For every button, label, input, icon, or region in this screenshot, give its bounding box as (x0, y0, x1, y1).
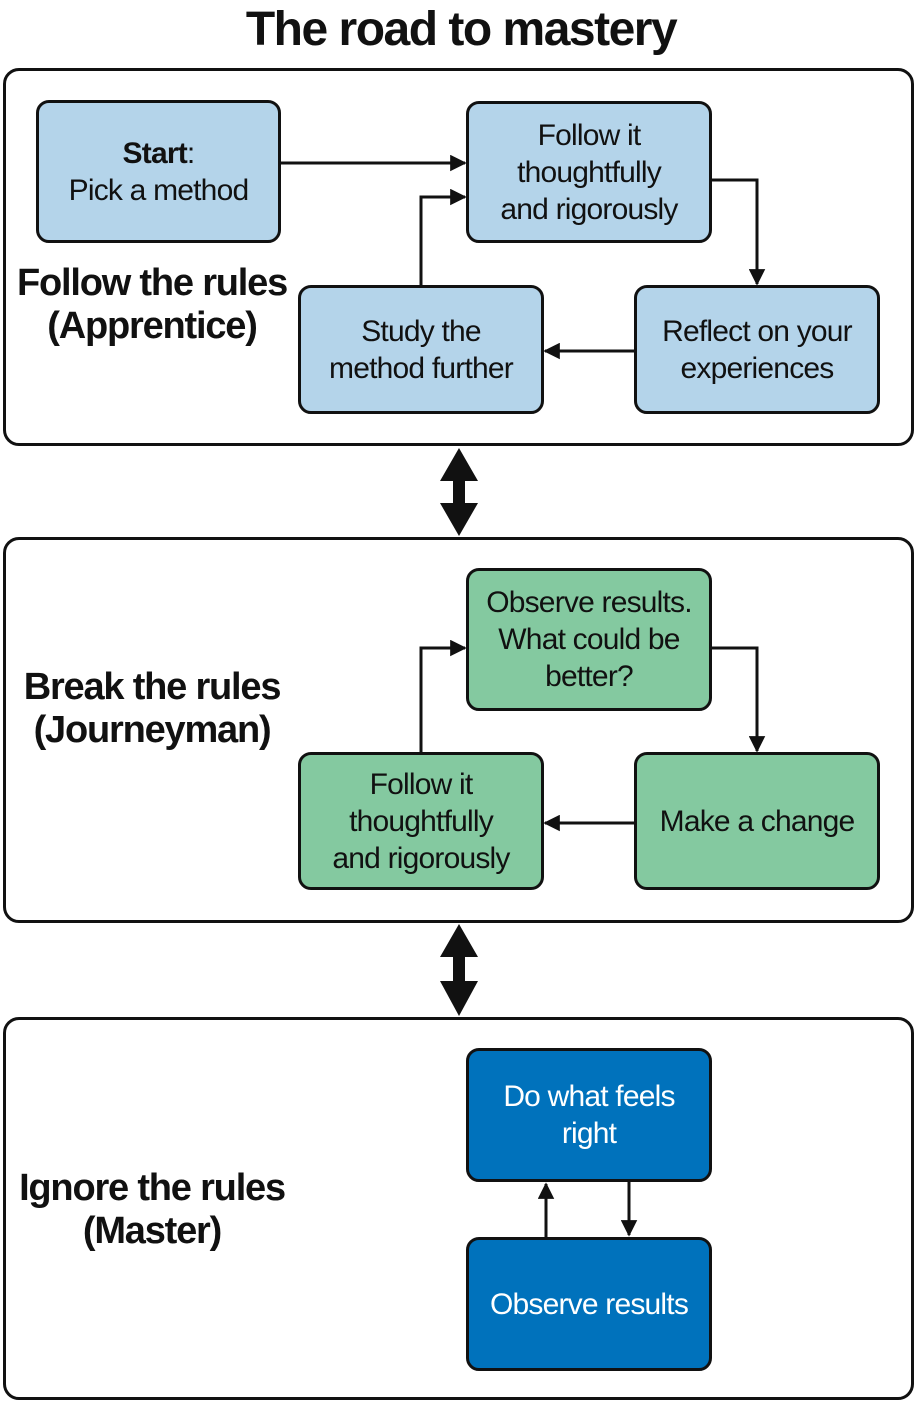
master-stage-label: Ignore the rules (Master) (12, 1167, 292, 1253)
arrow-study-to-follow (419, 188, 467, 285)
journeyman-follow-line1: Follow it (369, 767, 474, 801)
double-arrow-journeyman-master (440, 924, 478, 1016)
apprentice-follow-line3: and rigorously (500, 192, 678, 226)
master-observe-box: Observe results (466, 1237, 712, 1371)
journeyman-follow-line2: thoughtfully (349, 804, 494, 838)
observe-better-line1: Observe results. (486, 586, 692, 619)
start-text: Pick a method (68, 173, 250, 207)
apprentice-label-line2: (Apprentice) (47, 305, 258, 347)
feels-right-line1: Do what feels (503, 1080, 675, 1113)
journeyman-label-line2: (Journeyman) (33, 709, 272, 751)
apprentice-follow-box: Follow it thoughtfully and rigorously (466, 101, 712, 243)
arrow-observe-to-change (712, 646, 766, 753)
make-change-text: Make a change (659, 804, 856, 838)
arrow-follow-to-observe (419, 639, 467, 752)
observe-better-box: Observe results. What could be better? (466, 568, 712, 711)
journeyman-stage-label: Break the rules (Journeyman) (12, 666, 292, 752)
reflect-box: Reflect on your experiences (634, 285, 880, 414)
feels-right-box: Do what feels right (466, 1048, 712, 1182)
study-box: Study the method further (298, 285, 544, 414)
master-observe-text: Observe results (489, 1287, 689, 1321)
start-pick-method-box: Start: Pick a method (36, 100, 281, 243)
apprentice-follow-line1: Follow it (537, 118, 642, 152)
diagram-title: The road to mastery (245, 3, 678, 56)
observe-better-line3: better? (545, 660, 634, 693)
master-label-line1: Ignore the rules (19, 1167, 286, 1209)
start-colon: : (186, 136, 195, 170)
arrow-follow-to-reflect (712, 178, 766, 286)
master-panel (3, 1017, 914, 1400)
apprentice-label-line1: Follow the rules (16, 262, 288, 304)
double-arrow-apprentice-journeyman (440, 448, 478, 536)
study-line2: method further (329, 351, 514, 385)
study-line1: Study the (361, 314, 481, 348)
journeyman-label-line1: Break the rules (23, 666, 282, 708)
master-label-line2: (Master) (82, 1210, 222, 1252)
journeyman-follow-line3: and rigorously (332, 841, 510, 875)
feels-right-line2: right (561, 1117, 617, 1150)
journeyman-follow-box: Follow it thoughtfully and rigorously (298, 752, 544, 890)
observe-better-line2: What could be (498, 623, 680, 656)
reflect-line2: experiences (680, 351, 835, 385)
apprentice-follow-line2: thoughtfully (517, 155, 662, 189)
make-change-box: Make a change (634, 752, 880, 890)
start-label: Start (122, 136, 188, 170)
reflect-line1: Reflect on your (662, 314, 853, 348)
apprentice-stage-label: Follow the rules (Apprentice) (12, 262, 292, 348)
